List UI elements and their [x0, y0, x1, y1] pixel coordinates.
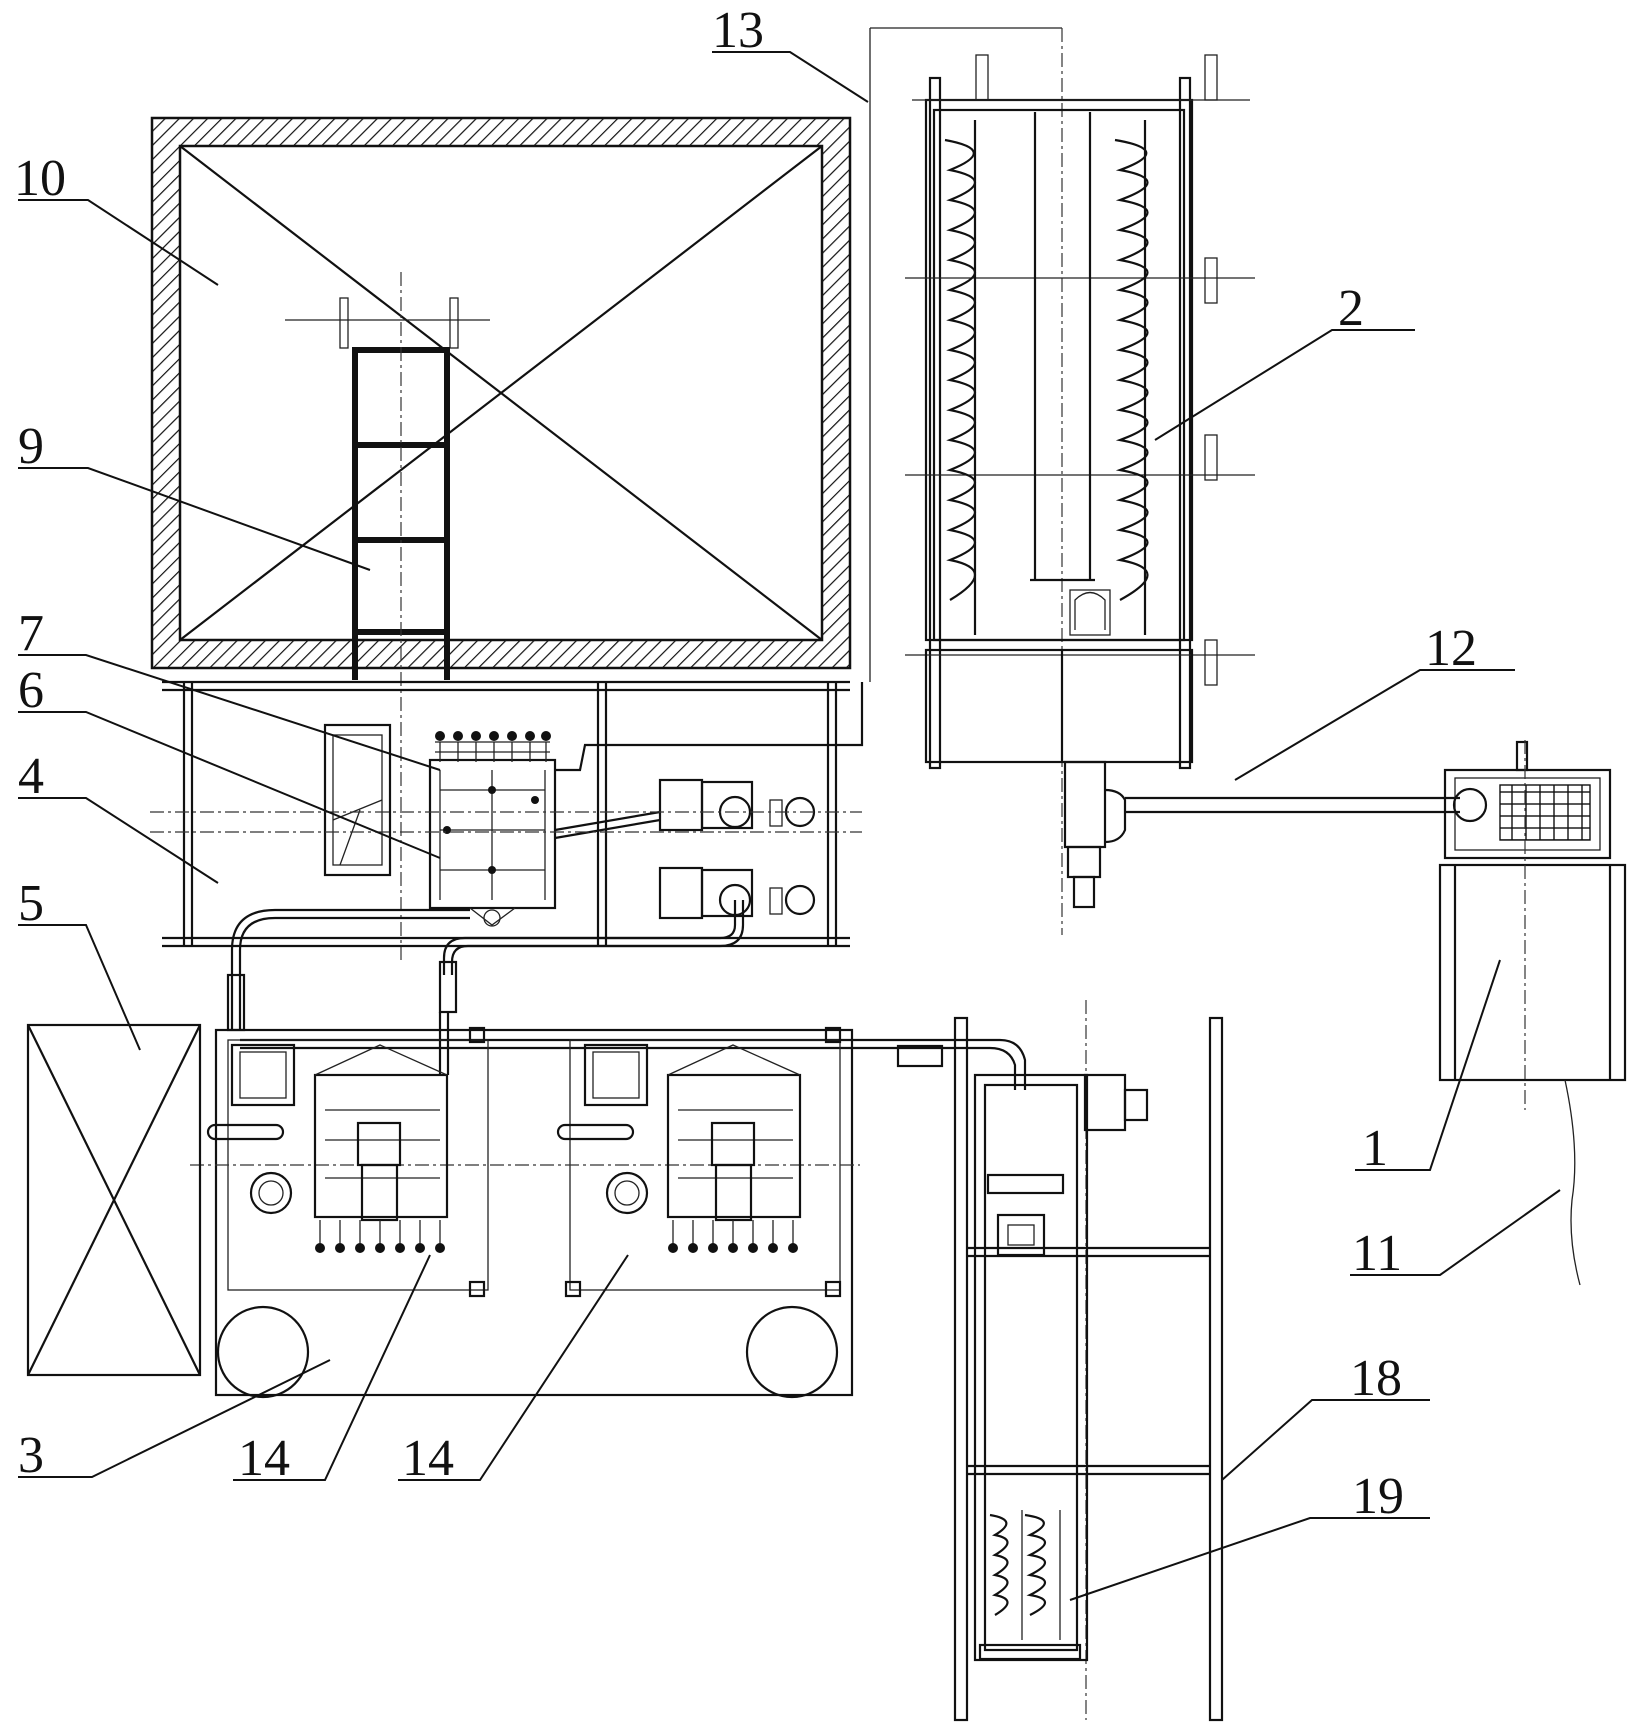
leader-lines: [18, 51, 1561, 1601]
pipework: [226, 900, 1027, 1090]
ladder-9: [285, 272, 490, 960]
label-7: 7: [18, 605, 44, 662]
label-1: 1: [1362, 1120, 1388, 1177]
label-3: 3: [18, 1427, 44, 1484]
pipe-12: [1125, 796, 1460, 814]
label-12: 12: [1425, 620, 1477, 677]
label-2: 2: [1338, 280, 1364, 337]
label-18: 18: [1350, 1350, 1402, 1407]
label-14-left: 14: [238, 1430, 290, 1487]
label-6: 6: [18, 662, 44, 719]
label-10: 10: [14, 150, 66, 207]
box-5: [26, 1023, 202, 1377]
label-11: 11: [1352, 1225, 1402, 1282]
label-4: 4: [18, 748, 44, 805]
room-10: [150, 116, 852, 670]
label-5: 5: [18, 875, 44, 932]
base-frame-3: [190, 1026, 860, 1399]
label-9: 9: [18, 418, 44, 475]
frame-18: [953, 1000, 1224, 1722]
screw-vessel-2: [869, 27, 1255, 935]
label-19: 19: [1352, 1468, 1404, 1525]
label-14-right: 14: [402, 1430, 454, 1487]
part-labels: 10 9 7 6 4 5 3 14 14 13 2 12 1 11 18 19: [14, 2, 1477, 1525]
cable-11: [1564, 1079, 1581, 1286]
unit-1: [1438, 740, 1627, 1110]
skid-frame-4: [150, 680, 864, 948]
label-13: 13: [712, 2, 764, 59]
